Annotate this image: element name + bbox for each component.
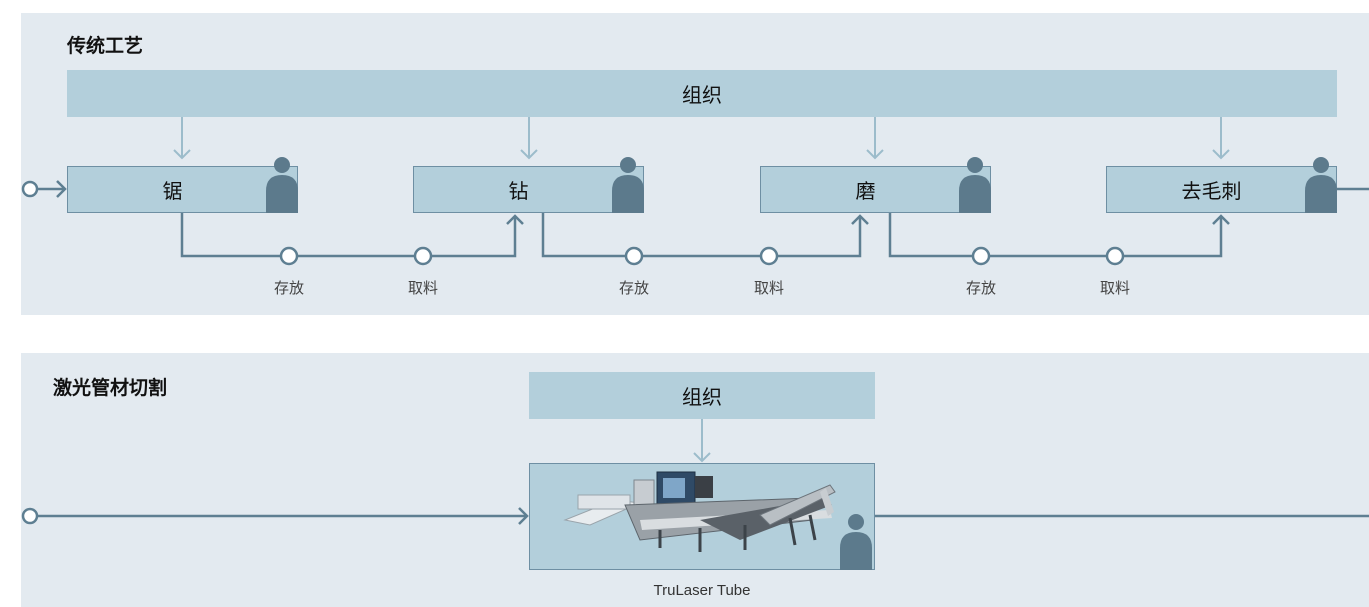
step-drill: 钻 xyxy=(413,166,644,213)
traditional-process-panel xyxy=(21,13,1369,315)
step-saw-label: 锯 xyxy=(162,179,183,203)
step-saw: 锯 xyxy=(67,166,298,213)
label-store-3: 存放 xyxy=(965,279,997,297)
label-pick-1: 取料 xyxy=(407,279,439,297)
operator-icon xyxy=(266,157,298,213)
organization-bar-laser: 组织 xyxy=(529,372,875,419)
label-store-1: 存放 xyxy=(273,279,305,297)
label-pick-2: 取料 xyxy=(753,279,785,297)
operator-icon xyxy=(840,514,872,570)
operator-icon xyxy=(959,157,991,213)
operator-icon xyxy=(612,157,644,213)
step-drill-label: 钻 xyxy=(508,179,529,203)
flow-nodes xyxy=(21,180,1125,525)
traditional-process-title: 传统工艺 xyxy=(67,35,144,57)
process-flow-lines xyxy=(37,180,1369,525)
label-pick-3: 取料 xyxy=(1099,279,1131,297)
tube-laser-machine-icon xyxy=(563,471,836,552)
step-deburr-label: 去毛刺 xyxy=(1181,179,1242,203)
label-store-2: 存放 xyxy=(618,279,650,297)
step-grind: 磨 xyxy=(760,166,991,213)
machine-caption: TruLaser Tube xyxy=(653,582,751,599)
operator-icon xyxy=(1305,157,1337,213)
laser-process-title: 激光管材切割 xyxy=(53,377,168,399)
organization-arrows xyxy=(173,117,1230,463)
organization-bar-traditional: 组织 xyxy=(67,70,1337,117)
step-grind-label: 磨 xyxy=(855,179,876,203)
step-deburr: 去毛刺 xyxy=(1106,166,1337,213)
